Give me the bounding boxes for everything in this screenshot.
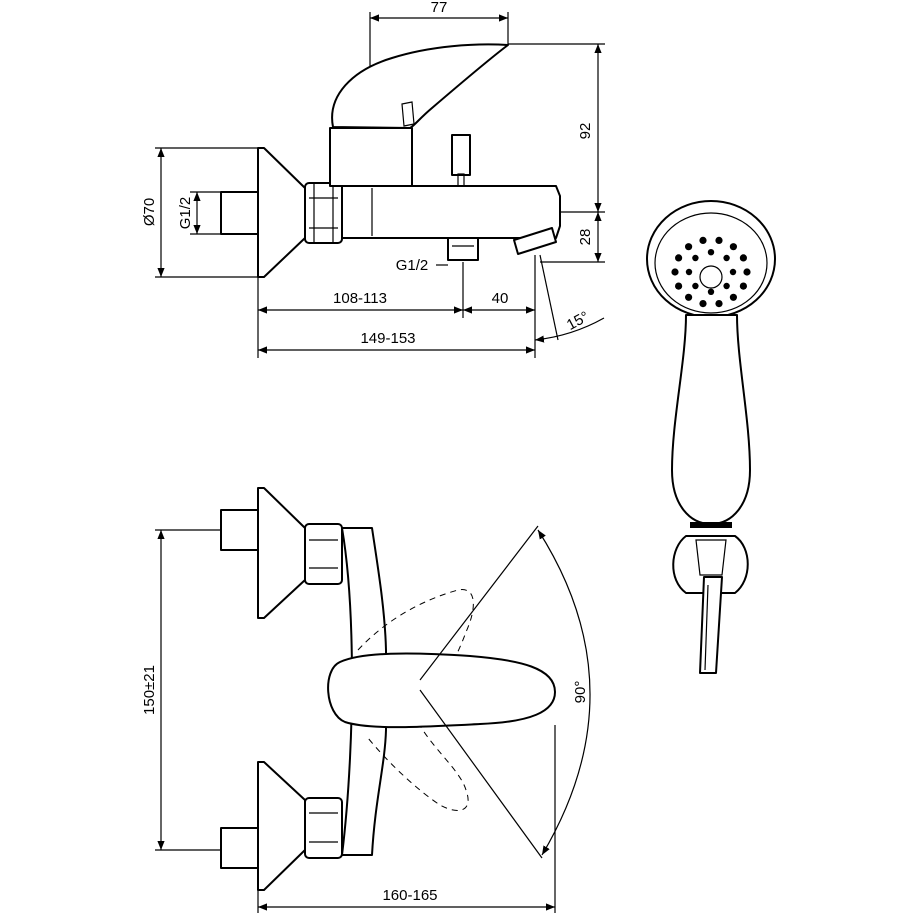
- dim-g12-outlet: G1/2: [396, 257, 429, 274]
- nozzle: [675, 282, 683, 290]
- nozzle: [692, 254, 699, 262]
- nozzle: [692, 282, 699, 290]
- nozzle: [729, 268, 737, 276]
- nozzle: [743, 268, 751, 276]
- shower-hose: [699, 576, 723, 674]
- dim-150-21: 150±21: [141, 665, 158, 715]
- nozzle: [699, 300, 707, 308]
- nozzle: [715, 300, 723, 308]
- nozzle: [675, 254, 683, 262]
- lever-handle-front: [327, 652, 556, 729]
- shower-nozzles: [671, 236, 751, 308]
- top-hex-nut: [304, 523, 343, 585]
- outlet-g12: [447, 237, 479, 261]
- front-view: 150±21 90° 160-165: [141, 487, 591, 913]
- bottom-rosette: [257, 761, 306, 891]
- dim-g12-inlet: G1/2: [177, 197, 194, 230]
- shower-head: [646, 200, 776, 318]
- wall-rosette: [257, 147, 306, 278]
- dim-28: 28: [577, 229, 594, 246]
- top-connector: [220, 509, 259, 551]
- diverter-knob: [451, 134, 471, 176]
- handle-band: [690, 522, 732, 528]
- bottom-connector: [220, 827, 259, 869]
- shower-holder: [672, 535, 749, 594]
- nozzle: [685, 268, 693, 276]
- dim-15-degree: 15°: [564, 308, 592, 334]
- hand-shower: [646, 200, 776, 674]
- mixer-body: [341, 185, 561, 239]
- nozzle: [739, 254, 748, 262]
- shower-head-center: [699, 265, 723, 289]
- dim-92: 92: [577, 123, 594, 140]
- dim-77: 77: [431, 0, 448, 16]
- bottom-hex-nut: [304, 797, 343, 859]
- dim-160-165: 160-165: [382, 887, 437, 904]
- lever-housing: [329, 127, 413, 187]
- eccentric-connector: [220, 191, 259, 235]
- nozzle: [699, 236, 707, 244]
- nozzle: [729, 243, 738, 251]
- dim-90-degree: 90°: [572, 681, 589, 704]
- nozzle: [723, 282, 730, 290]
- nozzle: [685, 243, 693, 251]
- lever-handle: [331, 43, 509, 129]
- hex-nut: [304, 182, 343, 244]
- dim-108-113: 108-113: [333, 290, 387, 307]
- dim-40: 40: [492, 290, 509, 307]
- nozzle: [671, 268, 679, 276]
- dim-149-153: 149-153: [360, 330, 415, 347]
- nozzle: [707, 288, 715, 295]
- top-rosette: [257, 487, 306, 619]
- spout-tip: [513, 227, 557, 255]
- side-view: 77 92 28 Ø70 G1/2 G1/2 108-113 40 149-15…: [141, 0, 605, 358]
- nozzle: [723, 254, 730, 262]
- nozzle: [707, 249, 715, 256]
- shower-handle: [671, 314, 751, 525]
- nozzle: [729, 293, 738, 301]
- nozzle: [715, 236, 723, 244]
- dim-diameter-70: Ø70: [141, 198, 158, 226]
- nozzle: [739, 282, 748, 290]
- nozzle: [685, 293, 693, 301]
